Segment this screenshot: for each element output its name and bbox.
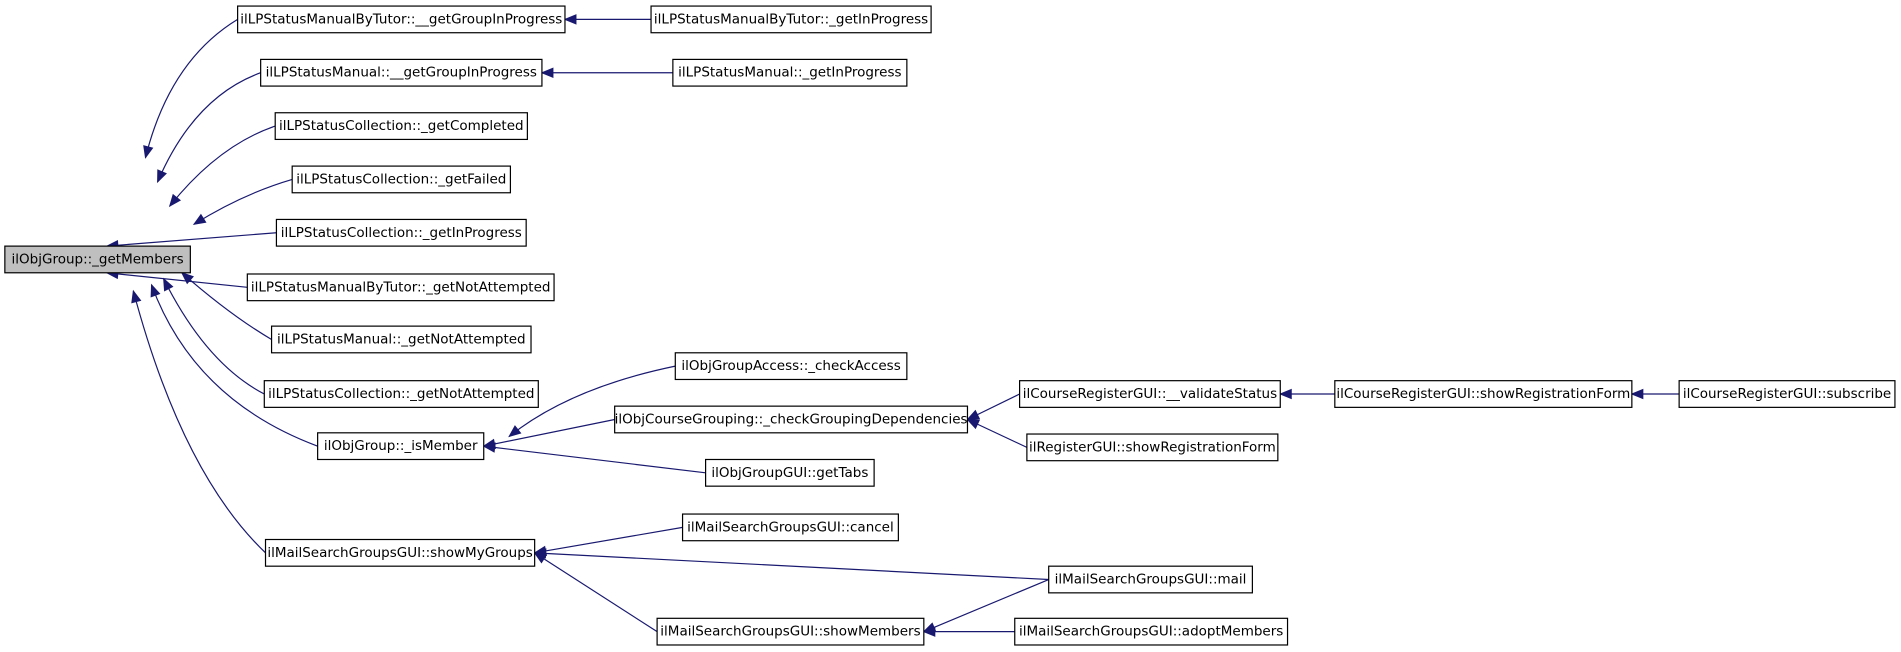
- node-label: ilCourseRegisterGUI::subscribe: [1683, 386, 1891, 402]
- node-box: [614, 405, 969, 434]
- node-label: ilObjGroup::_getMembers: [12, 251, 184, 267]
- edges-layer: [105, 14, 1680, 637]
- node-box: [275, 218, 527, 247]
- call-edge: [967, 393, 1020, 421]
- function-node[interactable]: ilMailSearchGroupsGUI::cancel: [681, 513, 899, 542]
- node-box: [263, 380, 539, 408]
- call-edge: [534, 552, 658, 633]
- function-node[interactable]: ilLPStatusCollection::_getInProgress: [275, 218, 527, 247]
- node-box: [264, 538, 536, 567]
- nodes-layer: ilObjGroup::_getMembersilLPStatusManualB…: [4, 5, 1896, 646]
- function-node[interactable]: ilLPStatusManualByTutor::_getNotAttempte…: [246, 273, 555, 302]
- call-edge: [163, 278, 265, 395]
- node-label: ilCourseRegisterGUI::showRegistrationFor…: [1336, 386, 1630, 402]
- node-label: ilObjGroup::_isMember: [324, 438, 478, 454]
- function-node[interactable]: ilLPStatusManual::_getNotAttempted: [270, 325, 532, 354]
- call-edge: [923, 578, 1049, 633]
- node-box: [1334, 380, 1633, 408]
- function-node[interactable]: ilObjCourseGrouping::_checkGroupingDepen…: [614, 405, 969, 434]
- call-edge: [150, 284, 318, 447]
- function-node[interactable]: ilLPStatusManual::__getGroupInProgress: [260, 58, 543, 87]
- node-box: [270, 325, 532, 354]
- function-node[interactable]: ilCourseRegisterGUI::subscribe: [1678, 380, 1896, 408]
- node-label: ilObjGroupAccess::_checkAccess: [681, 358, 900, 374]
- node-box: [274, 112, 528, 141]
- call-edge: [106, 232, 277, 247]
- function-node[interactable]: ilLPStatusCollection::_getNotAttempted: [263, 380, 539, 408]
- node-label: ilLPStatusCollection::_getCompleted: [279, 118, 524, 134]
- node-label: ilLPStatusManualByTutor::_getNotAttempte…: [251, 279, 551, 295]
- function-node[interactable]: ilCourseRegisterGUI::showRegistrationFor…: [1334, 380, 1633, 408]
- function-node[interactable]: ilMailSearchGroupsGUI::mail: [1048, 565, 1253, 594]
- function-node[interactable]: ilLPStatusCollection::_getCompleted: [274, 112, 528, 141]
- node-box: [650, 5, 932, 34]
- node-label: ilRegisterGUI::showRegistrationForm: [1029, 439, 1276, 455]
- call-edge: [144, 18, 238, 158]
- node-box: [1014, 617, 1289, 646]
- call-edge: [106, 272, 248, 288]
- call-edge: [132, 290, 266, 554]
- node-box: [291, 165, 512, 194]
- function-node[interactable]: ilLPStatusManual::_getInProgress: [672, 58, 908, 87]
- call-edge: [483, 445, 706, 474]
- node-label: ilLPStatusManual::__getGroupInProgress: [266, 65, 537, 81]
- node-box: [656, 617, 925, 646]
- node-box: [237, 5, 566, 34]
- node-box: [260, 58, 543, 87]
- node-label: ilCourseRegisterGUI::__validateStatus: [1023, 386, 1277, 402]
- root-node[interactable]: ilObjGroup::_getMembers: [4, 245, 191, 274]
- node-label: ilLPStatusManual::_getInProgress: [678, 65, 901, 81]
- node-box: [246, 273, 555, 302]
- function-node[interactable]: ilObjGroupAccess::_checkAccess: [674, 352, 908, 381]
- node-box: [1048, 565, 1253, 594]
- node-label: ilLPStatusCollection::_getNotAttempted: [268, 386, 534, 402]
- function-node[interactable]: ilRegisterGUI::showRegistrationForm: [1026, 433, 1279, 462]
- node-label: ilMailSearchGroupsGUI::showMembers: [660, 624, 920, 640]
- call-edge: [157, 72, 261, 183]
- call-edge: [483, 418, 615, 447]
- node-box: [672, 58, 908, 87]
- node-box: [317, 432, 485, 461]
- function-node[interactable]: ilMailSearchGroupsGUI::showMyGroups: [264, 538, 536, 567]
- call-edge: [534, 526, 683, 554]
- node-label: ilMailSearchGroupsGUI::cancel: [687, 519, 894, 535]
- function-node[interactable]: ilMailSearchGroupsGUI::adoptMembers: [1014, 617, 1289, 646]
- node-label: ilLPStatusCollection::_getFailed: [296, 171, 506, 187]
- function-node[interactable]: ilObjGroup::_isMember: [317, 432, 485, 461]
- function-node[interactable]: ilLPStatusManualByTutor::__getGroupInPro…: [237, 5, 566, 34]
- node-label: ilLPStatusManual::_getNotAttempted: [277, 331, 526, 347]
- node-box: [681, 513, 899, 542]
- node-box: [4, 245, 191, 274]
- call-edge: [967, 418, 1028, 448]
- function-node[interactable]: ilCourseRegisterGUI::__validateStatus: [1019, 380, 1281, 408]
- node-label: ilMailSearchGroupsGUI::mail: [1055, 572, 1247, 588]
- node-label: ilLPStatusCollection::_getInProgress: [281, 225, 522, 241]
- call-edge: [169, 125, 276, 207]
- node-box: [1678, 380, 1896, 408]
- function-node[interactable]: ilMailSearchGroupsGUI::showMembers: [656, 617, 925, 646]
- node-label: ilMailSearchGroupsGUI::showMyGroups: [267, 545, 533, 561]
- function-node[interactable]: ilLPStatusCollection::_getFailed: [291, 165, 512, 194]
- function-node[interactable]: ilLPStatusManualByTutor::_getInProgress: [650, 5, 932, 34]
- node-label: ilLPStatusManualByTutor::__getGroupInPro…: [240, 11, 562, 27]
- node-label: ilObjGroupGUI::getTabs: [711, 465, 868, 481]
- node-label: ilObjCourseGrouping::_checkGroupingDepen…: [615, 411, 968, 427]
- node-box: [1019, 380, 1281, 408]
- call-edge: [181, 272, 272, 340]
- function-node[interactable]: ilObjGroupGUI::getTabs: [705, 458, 875, 487]
- call-edge: [193, 178, 293, 225]
- node-label: ilLPStatusManualByTutor::_getInProgress: [654, 11, 928, 27]
- node-box: [674, 352, 908, 381]
- call-edge: [508, 365, 676, 437]
- node-label: ilMailSearchGroupsGUI::adoptMembers: [1019, 624, 1283, 640]
- node-box: [1026, 433, 1279, 462]
- call-edge: [534, 552, 1049, 581]
- node-box: [705, 458, 875, 487]
